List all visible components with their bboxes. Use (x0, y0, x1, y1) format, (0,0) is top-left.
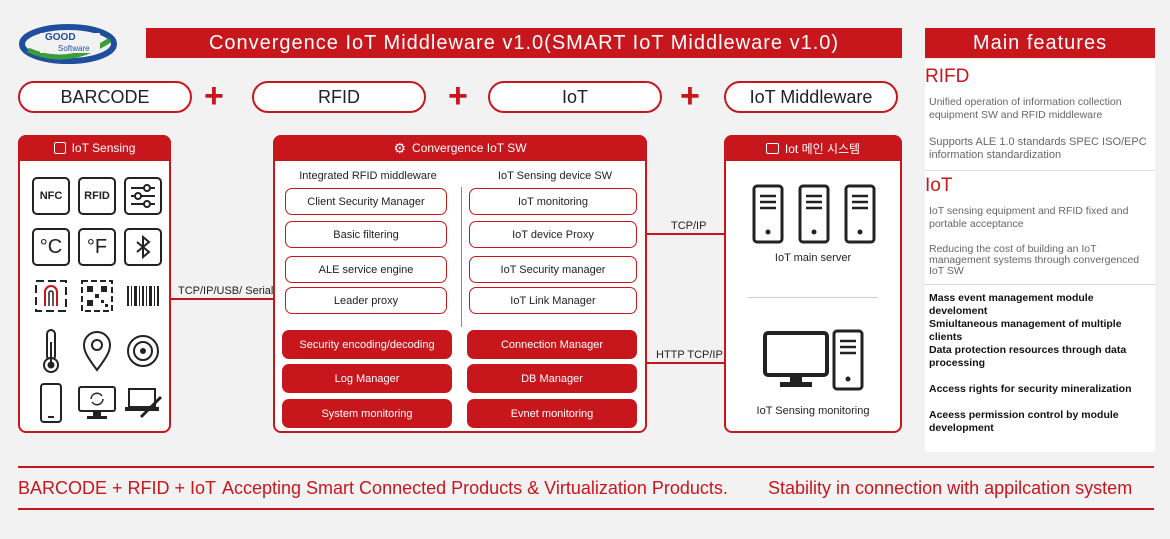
section-divider (748, 297, 878, 298)
bottom-text-3: Stability in connection with appilcation… (768, 478, 1133, 498)
server-rack-icon (765, 142, 779, 154)
iot-feature: Reducing the cost of building an IoT man… (929, 243, 1140, 277)
server-icon (844, 184, 876, 249)
bottom-rule-bottom (18, 508, 1154, 510)
iot-section-title: IoT (925, 175, 953, 196)
server-icon (752, 184, 784, 249)
main-features-title: Main features (925, 28, 1155, 58)
bottom-rule-top (18, 466, 1154, 468)
bold-feature: Mass event management module develoment (929, 292, 1094, 317)
pill-iot: IoT (488, 81, 662, 113)
basic-filtering: Basic filtering (285, 221, 447, 248)
security-encoding-decoding: Security encoding/decoding (282, 330, 452, 359)
column-divider (461, 187, 462, 327)
page-title: Convergence IoT Middleware v1.0(SMART Io… (146, 28, 902, 58)
iot-main-system-panel: Iot 메인 시스템 IoT main server IoT Sensing m… (724, 135, 902, 433)
beacon-icon (124, 327, 162, 375)
bold-feature: Aceess permission control by module deve… (929, 409, 1119, 434)
leader-proxy: Leader proxy (285, 287, 447, 314)
fahrenheit-icon: °F (78, 228, 116, 266)
iot-sensing-title: IoT Sensing (71, 141, 136, 155)
server-icon (798, 184, 830, 249)
pill-rfid: RFID (252, 81, 426, 113)
desktop-computer-icon (762, 329, 866, 398)
pill-iot-middleware: IoT Middleware (724, 81, 898, 113)
laptop-pen-icon (122, 380, 164, 426)
logo-text-software: Software (58, 44, 90, 53)
location-pin-icon (78, 327, 116, 375)
bold-feature: Smiultaneous management of multiple clie… (929, 318, 1122, 343)
rfid-icon: RFID (78, 177, 116, 215)
connection-label-right-top: TCP/IP (671, 220, 707, 232)
plus-sign: + (680, 77, 700, 115)
connection-label-right-bottom: HTTP TCP/IP (656, 349, 723, 361)
client-security-manager: Client Security Manager (285, 188, 447, 215)
rifd-section-title: RIFD (925, 66, 970, 87)
db-manager: DB Manager (467, 364, 637, 393)
iot-device-proxy: IoT device Proxy (469, 221, 637, 248)
log-manager: Log Manager (282, 364, 452, 393)
main-features-panel: RIFD Unified operation of information co… (925, 60, 1155, 452)
bottom-text-2: Accepting Smart Connected Products & Vir… (222, 478, 728, 498)
convergence-iot-sw-title: Convergence IoT SW (412, 141, 527, 155)
connection-label-left: TCP/IP/USB/ Serial (178, 285, 274, 297)
convergence-iot-sw-panel: ⚙ Convergence IoT SW Integrated RFID mid… (273, 135, 647, 433)
logo-graphic (19, 24, 117, 64)
rifd-feature: Unified operation of information collect… (929, 96, 1122, 121)
bold-feature: Data protection resources through data p… (929, 344, 1127, 369)
iot-sensing-header: IoT Sensing (18, 135, 171, 161)
gear-icon: ⚙ (393, 139, 407, 156)
connection-line-left (171, 298, 274, 300)
iot-security-manager: IoT Security manager (469, 256, 637, 283)
fingerprint-scan-icon (32, 277, 70, 315)
pill-barcode: BARCODE (18, 81, 192, 113)
qr-code-icon (78, 277, 116, 315)
logo-text-good: GOOD (45, 32, 76, 43)
ale-service-engine: ALE service engine (285, 256, 447, 283)
iot-main-system-header: Iot 메인 시스템 (724, 135, 902, 161)
smartphone-icon (32, 380, 70, 426)
event-monitoring: Evnet monitoring (467, 399, 637, 428)
integrated-rfid-heading: Integrated RFID middleware (299, 170, 437, 182)
plus-sign: + (204, 77, 224, 115)
bluetooth-icon (124, 228, 162, 266)
section-divider (925, 284, 1155, 285)
iot-link-manager: IoT Link Manager (469, 287, 637, 314)
bottom-text-1: BARCODE + RFID + IoT (18, 478, 217, 498)
connection-line-right-top (647, 233, 725, 235)
convergence-iot-sw-header: ⚙ Convergence IoT SW (273, 135, 647, 161)
sliders-icon (124, 177, 162, 215)
iot-sensing-monitoring-label: IoT Sensing monitoring (756, 405, 870, 417)
barcode-icon (124, 277, 162, 315)
iot-feature: IoT sensing equipment and RFID fixed and… (929, 205, 1129, 230)
company-logo: GOOD Software (18, 20, 118, 68)
rifd-feature: Supports ALE 1.0 standards SPEC ISO/EPC … (929, 136, 1147, 161)
iot-main-system-title: Iot 메인 시스템 (784, 141, 861, 156)
iot-sensing-device-heading: IoT Sensing device SW (497, 170, 613, 182)
iot-monitoring: IoT monitoring (469, 188, 637, 215)
monitor-sync-icon (76, 380, 118, 426)
celsius-icon: °C (32, 228, 70, 266)
bold-feature: Access rights for security mineralizatio… (929, 383, 1132, 395)
iot-main-server-label: IoT main server (774, 252, 852, 264)
nfc-icon: NFC (32, 177, 70, 215)
thermometer-icon (32, 327, 70, 375)
connection-line-right-bottom (647, 362, 725, 364)
connection-manager: Connection Manager (467, 330, 637, 359)
section-divider (925, 170, 1155, 171)
plus-sign: + (448, 77, 468, 115)
chip-icon (53, 142, 66, 154)
system-monitoring: System monitoring (282, 399, 452, 428)
iot-sensing-panel: IoT Sensing NFC RFID °C °F (18, 135, 171, 433)
